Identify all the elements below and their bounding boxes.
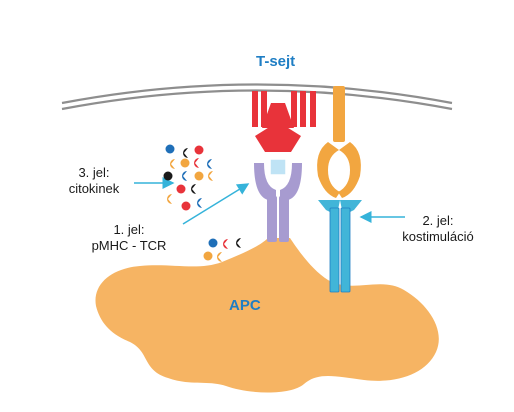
cytokine-small-cluster	[203, 238, 241, 262]
signal3-title: 3. jel:	[78, 165, 110, 180]
signal1-title: 1. jel:	[113, 222, 145, 237]
apc-cell-body	[95, 238, 439, 393]
signal2-description: kostimuláció	[402, 229, 474, 244]
signal1-arrow	[182, 183, 250, 225]
signal1-label: 1. jel: pMHC - TCR	[79, 222, 179, 254]
apc-label: APC	[229, 297, 261, 314]
t-cell-label: T-sejt	[256, 53, 296, 70]
mhc-molecule	[254, 163, 302, 242]
signal1-description: pMHC - TCR	[91, 238, 167, 253]
peptide	[269, 158, 287, 176]
signal2-label: 2. jel: kostimuláció	[388, 213, 488, 245]
costimulatory-ligand	[318, 200, 362, 293]
cytokine-cluster	[163, 144, 213, 211]
signal3-description: citokinek	[68, 181, 120, 196]
tcr-molecule	[252, 91, 316, 152]
signal2-title: 2. jel:	[422, 213, 454, 228]
t-cell-membrane	[61, 83, 453, 111]
signal3-label: 3. jel: citokinek	[56, 165, 132, 197]
costimulatory-receptor	[317, 86, 361, 198]
